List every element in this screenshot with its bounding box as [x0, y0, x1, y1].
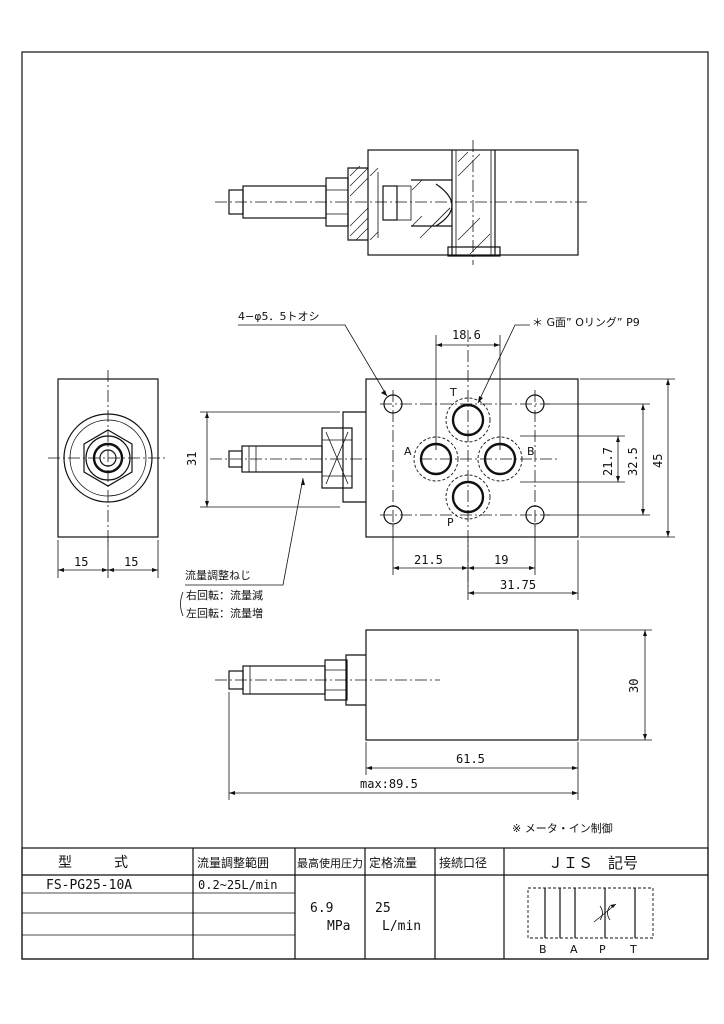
- dim-21-5: 21.5: [414, 553, 443, 567]
- dim-31: 31: [185, 452, 199, 466]
- dim-18-6: 18.6: [452, 328, 481, 342]
- spec-table-grid: [21, 847, 709, 960]
- holes-callout: 4−φ5．5トオシ: [238, 310, 319, 323]
- screw-note-bracket: [180, 591, 184, 617]
- cell-rated-flow-value: 25: [375, 901, 391, 916]
- port-label-p: P: [447, 516, 454, 529]
- dim-15-left: 15: [74, 555, 88, 569]
- cell-pressure-unit: MPa: [327, 919, 350, 934]
- screw-left-note: 左回転：流量増: [186, 606, 263, 620]
- side-view: [48, 370, 168, 578]
- dim-45: 45: [651, 454, 665, 468]
- symbol-port-p: P: [599, 943, 606, 956]
- port-label-b: B: [527, 445, 535, 458]
- screw-right-note: 右回転：流量減: [186, 588, 263, 602]
- dim-31-75: 31.75: [500, 578, 536, 592]
- dim-19: 19: [494, 553, 508, 567]
- dim-max-89-5: max:89.5: [360, 777, 418, 791]
- hdr-rated-flow: 定格流量: [369, 855, 417, 870]
- meter-in-note: ※ メータ・イン制御: [512, 821, 613, 835]
- dim-30: 30: [627, 679, 641, 693]
- port-label-a: A: [404, 445, 412, 458]
- oring-callout: ＊ G面” Oリング” P9: [532, 315, 640, 329]
- cell-model: FS-PG25-10A: [46, 878, 132, 893]
- hdr-model: 型 式: [58, 855, 128, 871]
- cell-flow-range: 0.2~25L/min: [198, 878, 277, 892]
- cell-pressure-value: 6.9: [310, 901, 333, 916]
- dim-32-5: 32.5: [626, 447, 640, 476]
- dim-21-7: 21.7: [601, 447, 615, 476]
- hdr-flow-range: 流量調整範囲: [197, 855, 269, 870]
- symbol-port-a: A: [570, 943, 578, 956]
- symbol-port-b: B: [539, 943, 547, 956]
- dim-15-right: 15: [124, 555, 138, 569]
- bottom-view: [215, 629, 652, 800]
- top-view: [215, 140, 590, 265]
- cell-rated-flow-unit: L/min: [382, 919, 421, 934]
- jis-symbol: [527, 887, 654, 939]
- hdr-port-size: 接続口径: [439, 855, 487, 870]
- dim-61-5: 61.5: [456, 752, 485, 766]
- screw-title: 流量調整ねじ: [185, 568, 251, 582]
- front-view: [185, 324, 675, 600]
- symbol-port-t: T: [629, 943, 637, 956]
- hdr-jis-symbol: ＪＩＳ 記号: [548, 854, 638, 872]
- hdr-max-pressure: 最高使用圧力: [297, 856, 363, 870]
- port-label-t: T: [449, 386, 457, 399]
